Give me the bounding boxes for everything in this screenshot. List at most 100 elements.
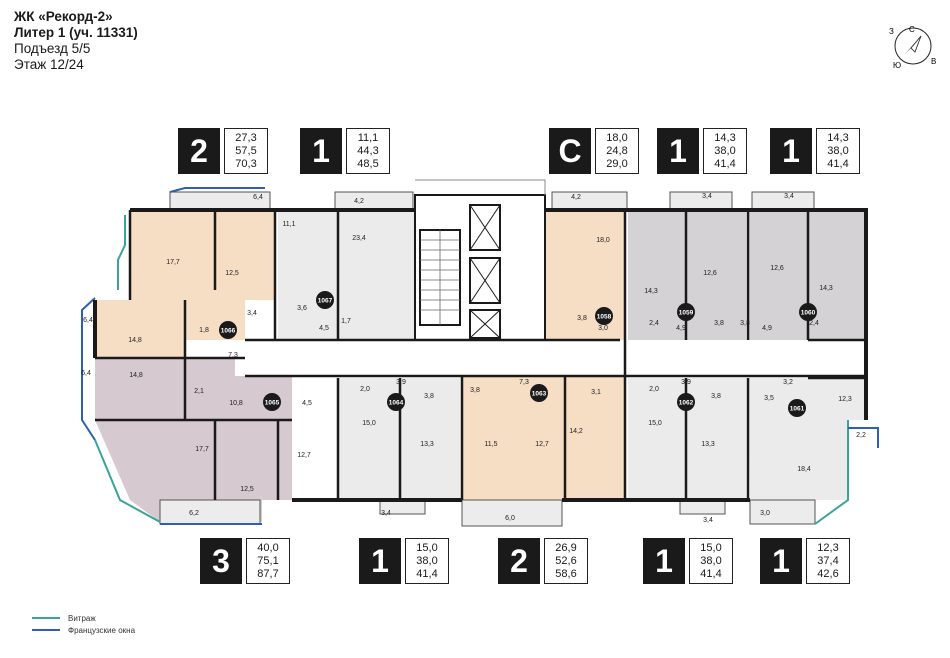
room-area-label: 3,5 xyxy=(764,395,774,402)
apartment-number-badge[interactable]: 1060 xyxy=(799,303,817,321)
area-box: 14,3 38,0 41,4 xyxy=(816,128,860,174)
apartment-number-badge[interactable]: 1058 xyxy=(595,307,613,325)
living-area: 12,3 xyxy=(817,541,839,554)
apartment-number-badge[interactable]: 1061 xyxy=(788,399,806,417)
living-area: 14,3 xyxy=(827,131,849,144)
vitrazh-line xyxy=(94,439,161,523)
room-area-label: 6,4 xyxy=(83,317,93,324)
apartment-number-badge[interactable]: 1067 xyxy=(316,291,334,309)
apartment-card-bottom-2[interactable]: 1 15,0 38,0 41,4 xyxy=(359,538,449,584)
room-area-label: 13,3 xyxy=(701,441,715,448)
compass-south: Ю xyxy=(893,61,901,70)
room-area-label: 2,0 xyxy=(360,386,370,393)
room-area-label: 2,0 xyxy=(649,386,659,393)
area-box: 12,3 37,4 42,6 xyxy=(806,538,850,584)
balcony xyxy=(551,191,628,211)
apartment-number-badge[interactable]: 1066 xyxy=(219,321,237,339)
total-area: 38,0 xyxy=(700,554,722,567)
floor-label: Этаж 12/24 xyxy=(14,57,84,72)
apartment-card-bottom-4[interactable]: 1 15,0 38,0 41,4 xyxy=(643,538,733,584)
total-with-balcony-area: 58,6 xyxy=(555,567,577,580)
apartment-card-top-3[interactable]: С 18,0 24,8 29,0 xyxy=(549,128,639,174)
total-with-balcony-area: 41,4 xyxy=(416,567,438,580)
room-area-label: 10,8 xyxy=(229,400,243,407)
room-area-label: 3,4 xyxy=(381,510,391,517)
total-area: 37,4 xyxy=(817,554,839,567)
room-area-label: 15,0 xyxy=(362,420,376,427)
apartment-1061-fill xyxy=(748,378,866,500)
apartment-card-top-1[interactable]: 2 27,3 57,5 70,3 xyxy=(178,128,268,174)
apartment-card-top-5[interactable]: 1 14,3 38,0 41,4 xyxy=(770,128,860,174)
living-area: 15,0 xyxy=(700,541,722,554)
apartment-badges: 1067 1066 1065 1064 1063 1058 1059 1060 1061 1062 xyxy=(219,291,817,417)
apartment-number-badge[interactable]: 1063 xyxy=(530,384,548,402)
room-area-label: 12,7 xyxy=(297,452,311,459)
svg-text:1063: 1063 xyxy=(532,391,547,398)
apartment-card-bottom-1[interactable]: 3 40,0 75,1 87,7 xyxy=(200,538,290,584)
compass-north: С xyxy=(909,25,915,34)
french-window-line xyxy=(848,427,879,448)
svg-text:1065: 1065 xyxy=(265,400,280,407)
svg-text:1059: 1059 xyxy=(679,310,694,317)
vitrazh-line xyxy=(814,420,849,525)
room-count: 1 xyxy=(770,128,812,174)
living-area: 26,9 xyxy=(555,541,577,554)
room-area-label: 6,0 xyxy=(505,515,515,522)
liter-label: Литер 1 (уч. 11331) xyxy=(14,25,138,40)
svg-text:1058: 1058 xyxy=(597,314,612,321)
area-box: 11,1 44,3 48,5 xyxy=(346,128,390,174)
room-area-label: 18,0 xyxy=(596,237,610,244)
compass-west: З xyxy=(889,27,894,36)
room-area-label: 2,1 xyxy=(194,388,204,395)
room-count: 1 xyxy=(657,128,699,174)
room-area-label: 12,7 xyxy=(535,441,549,448)
room-area-label: 4,9 xyxy=(676,325,686,332)
room-area-label: 7,3 xyxy=(228,352,238,359)
total-area: 24,8 xyxy=(606,144,628,157)
room-area-label: 12,6 xyxy=(770,265,784,272)
room-count: С xyxy=(549,128,591,174)
room-area-label: 6,4 xyxy=(81,370,91,377)
apartment-number-badge[interactable]: 1059 xyxy=(677,303,695,321)
room-area-label: 17,7 xyxy=(166,259,180,266)
room-area-label: 3,8 xyxy=(711,393,721,400)
room-area-label: 3,8 xyxy=(740,320,750,327)
room-area-label: 3,4 xyxy=(784,193,794,200)
room-area-label: 3,0 xyxy=(760,510,770,517)
room-area-label: 3,9 xyxy=(396,379,406,386)
apartment-number-badge[interactable]: 1064 xyxy=(387,393,405,411)
room-area-label: 23,4 xyxy=(352,235,366,242)
living-area: 18,0 xyxy=(606,131,628,144)
stair-core xyxy=(414,194,546,341)
apartment-number-badge[interactable]: 1065 xyxy=(263,393,281,411)
room-area-label: 3,4 xyxy=(247,310,257,317)
room-count: 1 xyxy=(643,538,685,584)
apartment-1067-fill xyxy=(278,210,415,340)
room-area-label: 4,5 xyxy=(319,325,329,332)
living-area: 14,3 xyxy=(714,131,736,144)
apartment-card-top-4[interactable]: 1 14,3 38,0 41,4 xyxy=(657,128,747,174)
total-with-balcony-area: 42,6 xyxy=(817,567,839,580)
balcony xyxy=(159,499,261,525)
apartment-card-bottom-5[interactable]: 1 12,3 37,4 42,6 xyxy=(760,538,850,584)
room-area-label: 11,5 xyxy=(484,441,497,448)
elevator-shaft xyxy=(469,204,501,251)
room-area-label: 6,4 xyxy=(253,194,263,201)
room-count: 2 xyxy=(498,538,540,584)
room-area-label: 12,5 xyxy=(240,486,254,493)
apartment-card-bottom-3[interactable]: 2 26,9 52,6 58,6 xyxy=(498,538,588,584)
total-with-balcony-area: 48,5 xyxy=(357,157,379,170)
living-area: 27,3 xyxy=(235,131,257,144)
complex-name: ЖК «Рекорд-2» xyxy=(14,9,113,24)
room-area-label: 6,2 xyxy=(189,510,199,517)
elevator-shaft xyxy=(469,257,501,304)
svg-text:1062: 1062 xyxy=(679,400,694,407)
french-swatch xyxy=(32,629,60,631)
apartment-card-top-2[interactable]: 1 11,1 44,3 48,5 xyxy=(300,128,390,174)
room-area-label: 3,8 xyxy=(577,315,587,322)
room-count: 1 xyxy=(300,128,342,174)
room-area-label: 3,4 xyxy=(702,193,712,200)
apartment-number-badge[interactable]: 1062 xyxy=(677,393,695,411)
room-count: 1 xyxy=(359,538,401,584)
exterior-wall xyxy=(545,208,868,420)
